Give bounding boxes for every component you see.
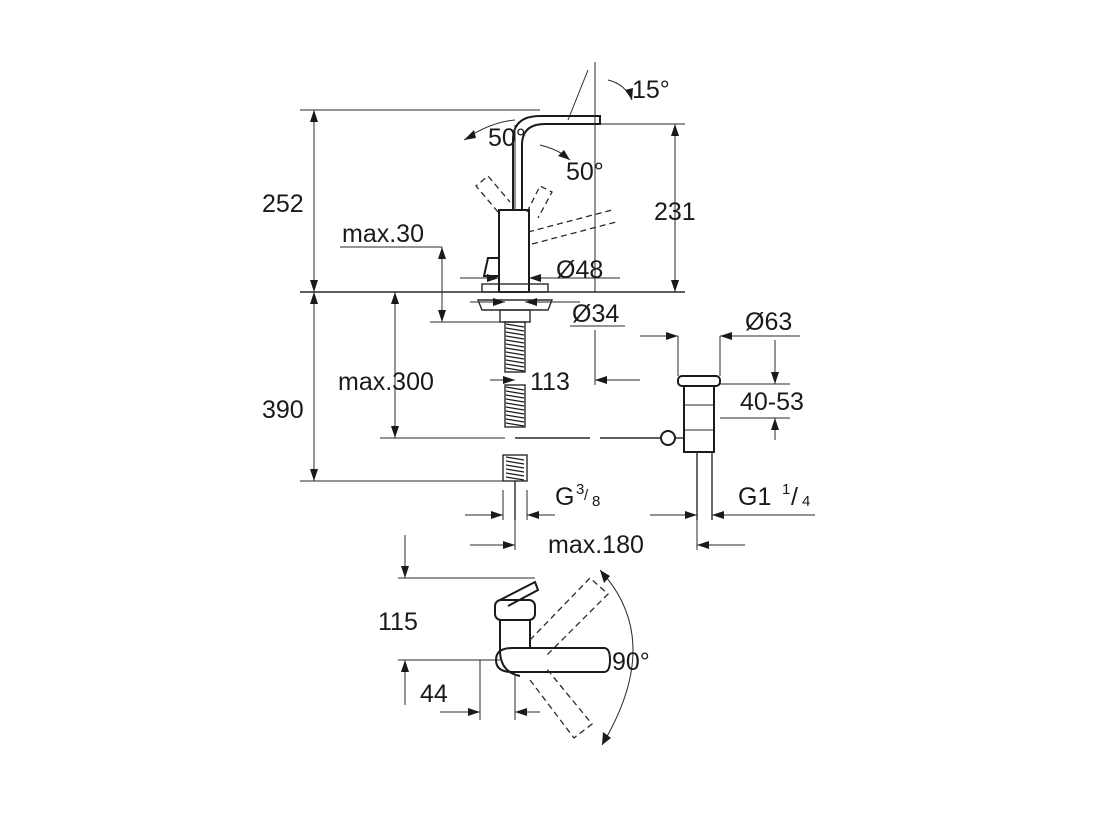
label-lever-angle-right: 50° [566, 158, 604, 186]
label-depth-top: 115 [378, 608, 418, 636]
svg-text:/: / [791, 483, 798, 511]
label-spout-angle: 15° [632, 76, 670, 104]
threaded-shank [502, 321, 528, 482]
svg-text:G: G [555, 483, 574, 511]
label-rotation: 90° [612, 648, 650, 676]
label-waste-thread: G1 1 / 4 [738, 481, 810, 511]
faucet-top-view [398, 535, 634, 746]
label-below-deck: 390 [262, 396, 304, 424]
svg-text:1: 1 [782, 481, 790, 498]
label-spout-height: 231 [654, 198, 696, 226]
svg-text:3: 3 [576, 481, 584, 498]
pop-up-waste [515, 375, 721, 520]
lever-position-center [526, 185, 553, 219]
svg-text:8: 8 [592, 493, 600, 510]
label-depth-bottom: 44 [420, 680, 448, 708]
faucet-body [498, 209, 530, 293]
label-max-reach: max.180 [548, 531, 644, 559]
side-handle [482, 257, 499, 277]
dimension-lines [300, 69, 815, 550]
lever-position-left [475, 175, 511, 213]
svg-text:4: 4 [802, 493, 810, 510]
label-body-diameter: Ø48 [556, 256, 603, 284]
label-inlet-thread: G 3 / 8 [555, 481, 600, 511]
label-hole-diameter: Ø34 [572, 300, 619, 328]
faucet-front-view [300, 62, 685, 520]
label-lever-angle-left: 50° [488, 124, 526, 152]
arrowheads [310, 88, 779, 549]
svg-text:/: / [584, 487, 589, 504]
label-max-below: max.300 [338, 368, 434, 396]
dimension-labels: 15° 50° 50° 252 231 max.30 Ø48 Ø34 Ø63 3… [262, 76, 810, 708]
label-max-deck: max.30 [342, 220, 424, 248]
label-total-height: 252 [262, 190, 304, 218]
label-waste-diameter: Ø63 [745, 308, 792, 336]
svg-text:G1: G1 [738, 483, 771, 511]
lever-position-right [527, 209, 617, 245]
label-spout-offset: 113 [530, 368, 570, 396]
label-waste-range: 40-53 [740, 388, 804, 416]
